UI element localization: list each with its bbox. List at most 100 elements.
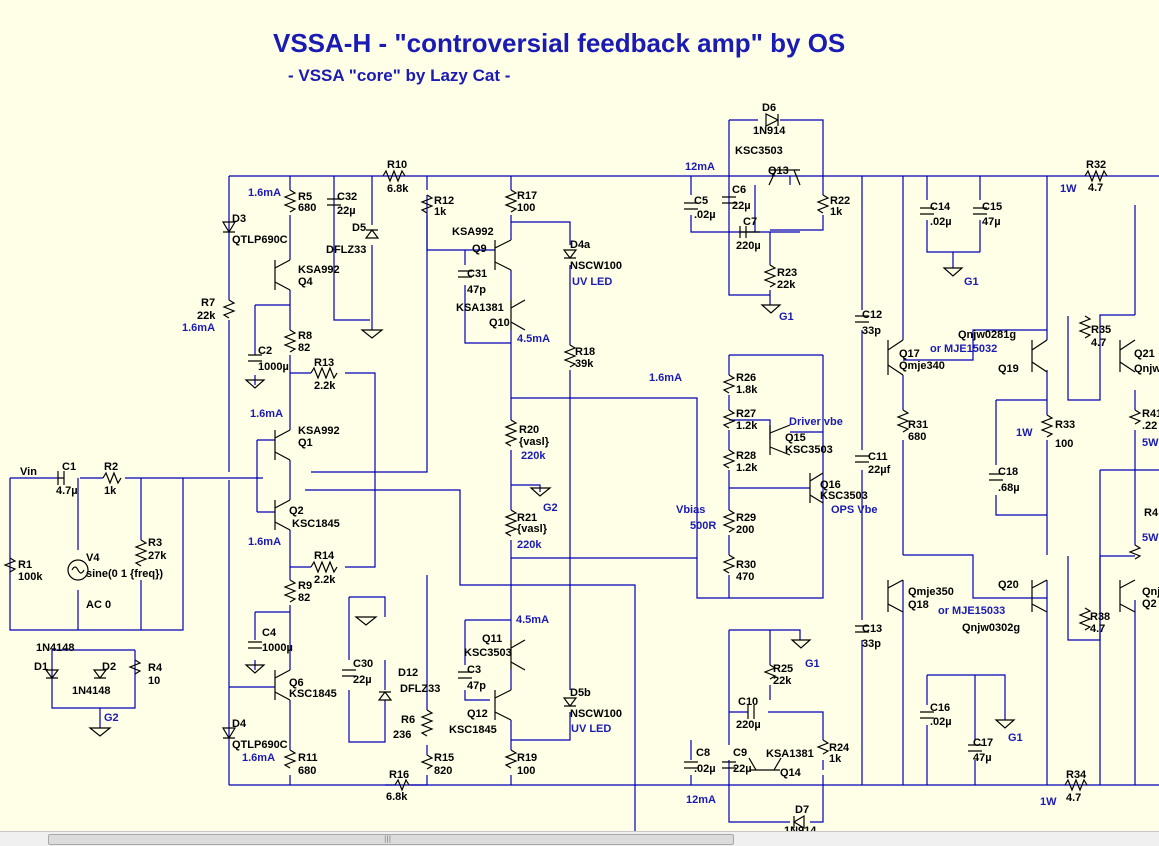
label-R21-220k: 220k bbox=[517, 539, 542, 551]
label-12mA-top: 12mA bbox=[685, 161, 715, 173]
label-C30-val: 22µ bbox=[353, 674, 372, 686]
label-C18: C18 bbox=[998, 466, 1018, 478]
voltage-source-symbol bbox=[67, 559, 89, 581]
ground-symbols bbox=[88, 267, 1016, 737]
label-C32: C32 bbox=[337, 191, 357, 203]
label-Q21: Q21 bbox=[1134, 348, 1155, 360]
label-C31-val: 47p bbox=[467, 284, 486, 296]
label-R10: R10 bbox=[387, 159, 407, 171]
label-C12-val: 33p bbox=[862, 325, 881, 337]
label-R33-val: 100 bbox=[1055, 438, 1073, 450]
scrollbar-thumb[interactable]: ||| bbox=[48, 834, 734, 845]
label-R32: R32 bbox=[1086, 159, 1106, 171]
label-Q16: Q16 bbox=[820, 479, 841, 491]
label-Qnjw0302g: Qnjw0302g bbox=[962, 622, 1020, 634]
label-C1-val: 4.7µ bbox=[56, 485, 78, 497]
label-1.6mA-a: 1.6mA bbox=[248, 187, 281, 199]
label-Qnjw-r: Qnjw bbox=[1134, 363, 1159, 375]
label-R29-val: 200 bbox=[736, 524, 754, 536]
label-Q22: Q2 bbox=[1142, 598, 1157, 610]
grip-icon: ||| bbox=[384, 835, 392, 843]
label-C2: C2 bbox=[258, 345, 272, 357]
label-D12-part: DFLZ33 bbox=[400, 683, 440, 695]
label-R35-val: 4.7 bbox=[1091, 337, 1106, 349]
label-D6-part: 1N914 bbox=[753, 125, 786, 137]
label-KSA1381-q10: KSA1381 bbox=[456, 302, 504, 314]
label-KSC3503-q15: KSC3503 bbox=[785, 444, 833, 456]
label-KSA1381-q14: KSA1381 bbox=[766, 748, 814, 760]
label-R17: R17 bbox=[517, 190, 537, 202]
label-Q19: Q19 bbox=[998, 363, 1019, 375]
label-V4-val: sine(0 1 {freq}) bbox=[86, 568, 163, 580]
label-Q17: Q17 bbox=[899, 348, 920, 360]
label-4.5mA-b: 4.5mA bbox=[516, 614, 549, 626]
schematic-title: VSSA-H - "controversial feedback amp" by… bbox=[273, 28, 845, 58]
label-R21: R21 bbox=[517, 512, 537, 524]
label-R25-val: 22k bbox=[773, 675, 792, 687]
label-R34-val: 4.7 bbox=[1066, 792, 1081, 804]
label-V4: V4 bbox=[86, 552, 100, 564]
label-Q18: Q18 bbox=[908, 599, 929, 611]
label-R28: R28 bbox=[736, 450, 756, 462]
label-or-MJE15032: or MJE15032 bbox=[930, 343, 997, 355]
label-D7: D7 bbox=[795, 804, 809, 816]
components bbox=[3, 113, 1142, 830]
label-R7-val: 22k bbox=[197, 310, 216, 322]
label-C15: C15 bbox=[982, 201, 1002, 213]
label-R32-val: 4.7 bbox=[1088, 182, 1103, 194]
label-R38-val: 4.7 bbox=[1090, 623, 1105, 635]
label-R8: R8 bbox=[298, 330, 312, 342]
label-C7-val: 220µ bbox=[736, 240, 761, 252]
label-Q6: Q6 bbox=[289, 677, 304, 689]
label-D5-part: DFLZ33 bbox=[326, 244, 366, 256]
label-C31: C31 bbox=[467, 268, 487, 280]
label-R20-val: {vasl} bbox=[519, 436, 550, 448]
label-C16: C16 bbox=[930, 702, 950, 714]
label-R3-val: 27k bbox=[148, 550, 167, 562]
label-C11-val: 22µf bbox=[868, 464, 891, 476]
label-R13: R13 bbox=[314, 357, 334, 369]
label-R22: R22 bbox=[830, 195, 850, 207]
label-R11: R11 bbox=[298, 752, 318, 764]
label-1.6mA-b: 1.6mA bbox=[182, 322, 215, 334]
label-C17: C17 bbox=[973, 737, 993, 749]
label-Vin: Vin bbox=[20, 466, 37, 478]
label-D4a-part: NSCW100 bbox=[570, 260, 622, 272]
label-D5b-part: NSCW100 bbox=[570, 708, 622, 720]
label-Qmje350: Qmje350 bbox=[908, 586, 954, 598]
label-C5-val: .02µ bbox=[694, 209, 716, 221]
label-driver-vbe: Driver vbe bbox=[789, 416, 843, 428]
label-R31: R31 bbox=[908, 419, 928, 431]
label-C14: C14 bbox=[930, 201, 951, 213]
label-Vbias-val: 500R bbox=[690, 520, 716, 532]
label-D5b: D5b bbox=[570, 687, 591, 699]
label-R13-val: 2.2k bbox=[314, 380, 336, 392]
label-R23: R23 bbox=[777, 267, 797, 279]
label-R3: R3 bbox=[148, 537, 162, 549]
label-5W-b: 5W bbox=[1142, 532, 1159, 544]
label-G2-a: G2 bbox=[543, 502, 558, 514]
label-KSC3503-q16: KSC3503 bbox=[820, 490, 868, 502]
label-G1-a: G1 bbox=[964, 276, 979, 288]
label-KSA992-q9: KSA992 bbox=[452, 226, 494, 238]
horizontal-scrollbar[interactable]: ||| bbox=[0, 831, 1159, 846]
label-C9-val: 22µ bbox=[733, 763, 752, 775]
label-R12-val: 1k bbox=[434, 206, 447, 218]
label-5W-a: 5W bbox=[1142, 437, 1159, 449]
label-R23-val: 22k bbox=[777, 279, 796, 291]
label-UVLED-a: UV LED bbox=[572, 276, 612, 288]
label-C1: C1 bbox=[62, 461, 76, 473]
label-R14: R14 bbox=[314, 550, 335, 562]
label-R8-val: 82 bbox=[298, 342, 310, 354]
label-1.6mA-f: 1.6mA bbox=[242, 752, 275, 764]
label-R4x: R4 bbox=[1144, 507, 1159, 519]
label-R1: R1 bbox=[18, 559, 32, 571]
label-KSC3503-q11: KSC3503 bbox=[464, 647, 512, 659]
label-Q4: Q4 bbox=[298, 276, 314, 288]
label-R22-val: 1k bbox=[830, 206, 843, 218]
label-C16-val: .02µ bbox=[930, 716, 952, 728]
label-C18-val: .68µ bbox=[998, 482, 1020, 494]
label-R18-val: 39k bbox=[575, 358, 594, 370]
label-1W-r32: 1W bbox=[1060, 183, 1077, 195]
